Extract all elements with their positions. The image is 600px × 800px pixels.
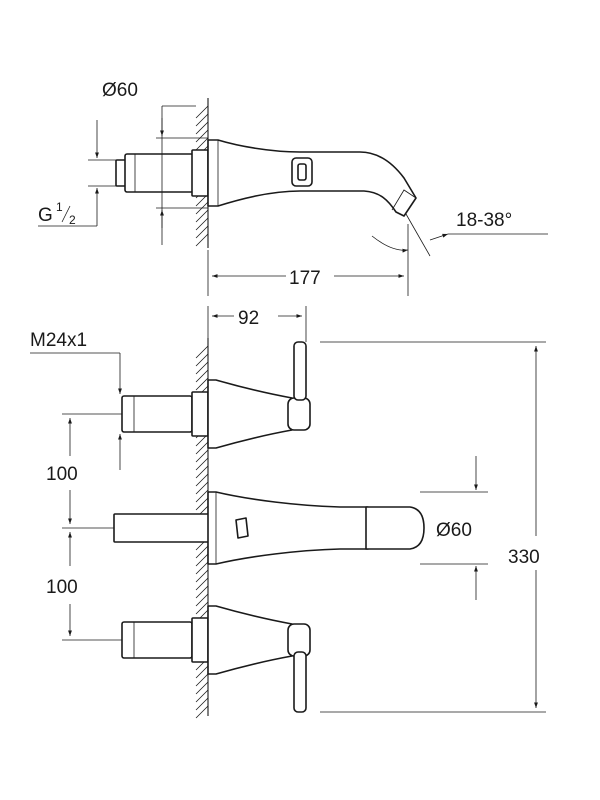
upper-handle <box>121 341 311 449</box>
wall-hatch-line <box>195 497 209 511</box>
spout-diameter-label: Ø60 <box>436 520 472 541</box>
wall-hatch-line <box>195 113 209 127</box>
wall-hatch-line <box>195 481 209 495</box>
wall-hatch-line <box>195 457 209 471</box>
dim-projection-handles: 92 <box>207 304 307 342</box>
thread-label: G <box>38 205 53 226</box>
wall-hatch-line <box>195 225 209 239</box>
dim-thread: G 1 2 <box>38 120 116 227</box>
side-view: Ø60 G 1 2 18-38° 177 <box>38 80 548 296</box>
wall-hatch-line <box>195 449 209 463</box>
wall-hatch-line <box>195 593 209 607</box>
wall-hatch-line <box>195 697 209 711</box>
wall-hatch-line <box>195 665 209 679</box>
projection-handles-label: 92 <box>238 308 259 329</box>
dim-total-width: 330 <box>320 341 546 713</box>
wall-hatch-line <box>195 233 209 247</box>
wall-hatch-line <box>195 489 209 503</box>
wall-hatch-line <box>195 689 209 703</box>
dim-connection: M24x1 <box>30 330 122 470</box>
wall-hatch-line <box>195 105 209 119</box>
wall-hatch-line <box>195 681 209 695</box>
projection-spout-label: 177 <box>289 268 321 289</box>
wall-hatch-line <box>195 545 209 559</box>
wall-hatch-line <box>195 121 209 135</box>
wall-hatch-line <box>195 577 209 591</box>
wall-hatch-line <box>195 585 209 599</box>
dim-projection-spout: 177 <box>207 224 409 296</box>
wall-hatch-line <box>195 209 209 223</box>
connection-label: M24x1 <box>30 330 87 351</box>
spout-plan <box>113 491 425 565</box>
wall-hatch-line <box>195 465 209 479</box>
wall-hatch-line <box>195 553 209 567</box>
spacing-upper-label: 100 <box>46 464 78 485</box>
dim-spout-diameter: Ø60 <box>420 456 488 600</box>
wall-hatch-line <box>195 473 209 487</box>
dim-spacing: 100 100 <box>46 413 122 641</box>
total-width-label: 330 <box>508 547 540 568</box>
wall-hatch-line <box>195 377 209 391</box>
wall-hatch-line <box>195 673 209 687</box>
connection-stub-top <box>115 149 209 197</box>
wall-hatch-line <box>195 353 209 367</box>
wall-hatch-line <box>195 369 209 383</box>
top-diameter-label: Ø60 <box>102 80 138 101</box>
wall-hatch-line <box>195 217 209 231</box>
wall-hatch-line <box>195 601 209 615</box>
thread-denominator: 2 <box>69 213 76 227</box>
wall-hatch-line <box>195 705 209 719</box>
swivel-angle-label: 18-38° <box>456 210 512 231</box>
plan-view: 92 M24x1 100 100 Ø60 <box>30 304 546 719</box>
wall-hatch-line <box>195 137 209 151</box>
wall-hatch-line <box>195 361 209 375</box>
wall-hatch-line <box>195 345 209 359</box>
spout-body <box>207 139 417 217</box>
wall-hatch-line <box>195 129 209 143</box>
wall-hatch-line <box>195 561 209 575</box>
wall-hatch-line <box>195 441 209 455</box>
thread-numerator: 1 <box>56 200 63 214</box>
lower-handle <box>121 605 311 713</box>
spacing-lower-label: 100 <box>46 577 78 598</box>
dim-top-diameter: Ø60 <box>102 80 208 245</box>
dim-angle: 18-38° <box>371 210 548 257</box>
wall-hatch-line <box>195 569 209 583</box>
